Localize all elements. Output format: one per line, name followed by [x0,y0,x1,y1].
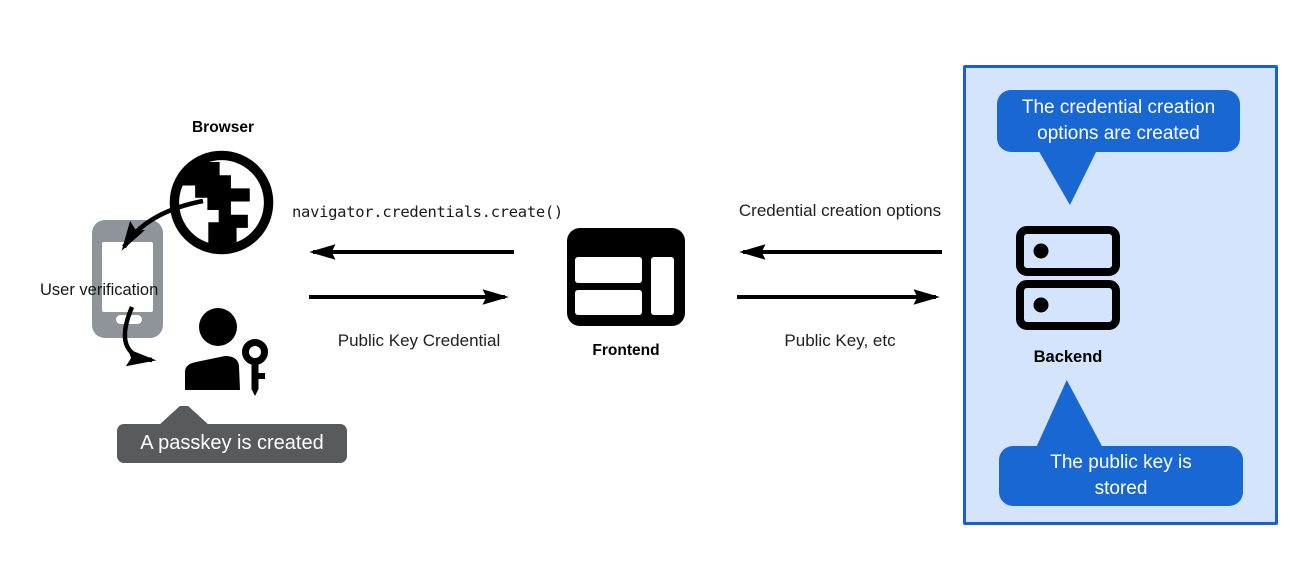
callout-line: options are created [1037,123,1200,144]
bottom-callout-pointer-icon [1035,380,1104,450]
callout-line: The credential creation [1021,97,1216,118]
callout-line: The public key is [1050,452,1192,473]
public-key-stored-callout: The public key is stored [999,446,1243,506]
credential-options-created-callout: The credential creation options are crea… [997,90,1240,152]
public-key-credential-label: Public Key Credential [337,331,501,350]
backend-label: Backend [1033,348,1103,366]
passkey-callout-pointer-icon [158,406,210,426]
callout-line: stored [1094,478,1148,499]
browser-label: Browser [191,119,255,136]
credential-creation-options-label: Credential creation options [738,201,942,220]
top-callout-pointer-icon [1037,148,1098,205]
public-key-etc-label: Public Key, etc [784,331,896,350]
user-key-icon [185,308,268,396]
backend-panel: The credential creation options are crea… [963,65,1278,525]
user-verification-label: User verification [40,281,159,299]
globe-icon [169,150,274,255]
frontend-label: Frontend [592,342,660,359]
passkey-created-callout: A passkey is created [117,424,347,463]
backend-server-icon [1016,226,1120,330]
phone-icon [92,220,163,338]
frontend-window-icon [567,228,685,326]
navigator-credentials-create-code: navigator.credentials.create() [292,203,563,221]
